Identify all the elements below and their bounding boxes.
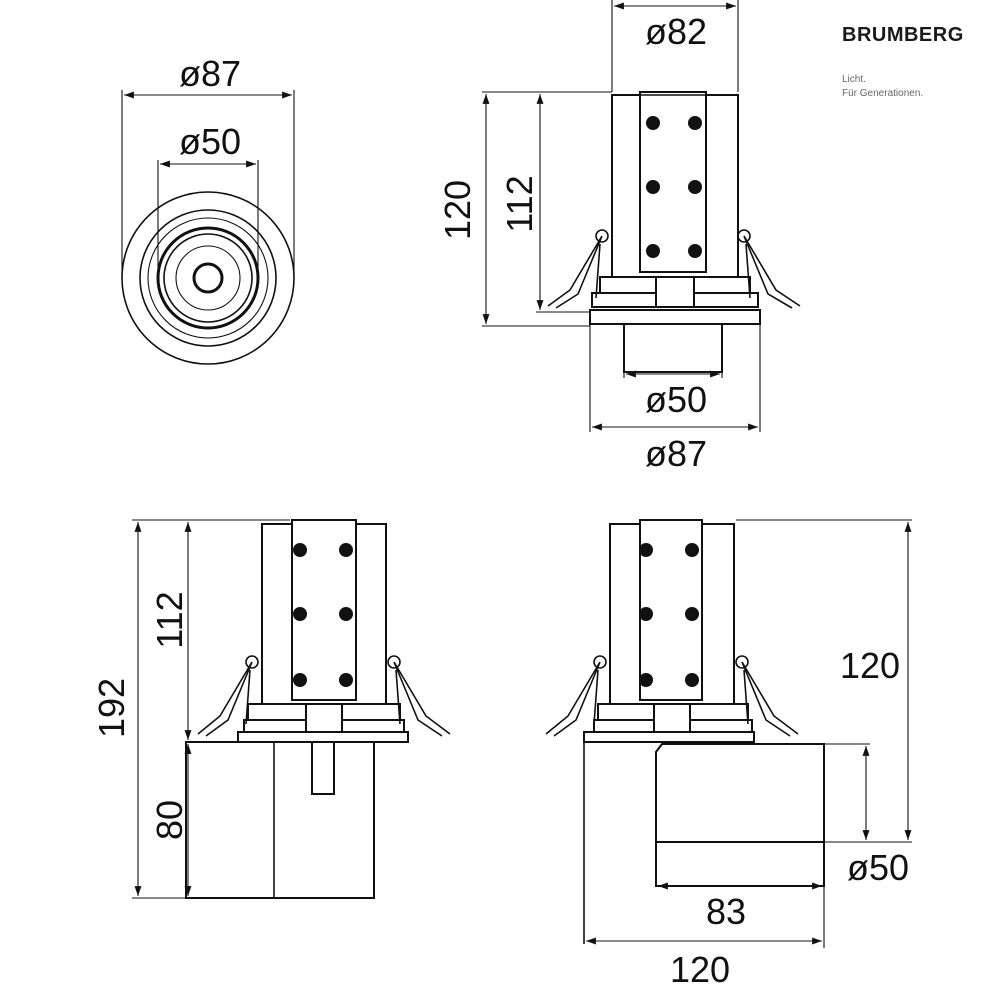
brand-tagline-line2: Für Generationen. <box>842 88 924 99</box>
extended-view-body-height: 112 <box>149 591 190 648</box>
front-view-spot-diameter: ø50 <box>645 379 707 420</box>
front-view-spring-clip-left <box>547 229 609 309</box>
tilted-view-height: 120 <box>840 645 900 686</box>
tilted-view-spring-clip-left <box>545 655 607 737</box>
tilted-view-total-width: 120 <box>670 949 730 990</box>
tilted-view-spot-length: 83 <box>706 891 746 932</box>
front-view-body-height: 112 <box>499 175 540 232</box>
front-view: ø82 120 112 <box>437 0 801 474</box>
front-view-spring-clip-right <box>737 229 801 309</box>
tilted-view-spot-diameter: ø50 <box>847 847 909 888</box>
front-view-bezel-diameter: ø87 <box>645 433 707 474</box>
extended-view-spring-clip-left <box>197 655 259 737</box>
brand-tagline-line1: Licht. <box>842 74 866 85</box>
top-view: ø87 ø50 <box>121 53 295 365</box>
tilted-view: 120 ø50 83 120 <box>545 519 912 990</box>
front-view-total-height: 120 <box>437 180 478 240</box>
tilted-view-spring-clip-right <box>735 655 799 737</box>
brand-name: BRUMBERG <box>842 24 964 46</box>
top-view-outer-diameter: ø87 <box>179 53 241 94</box>
extended-view-spring-clip-right <box>387 655 451 737</box>
brand-logo: BRUMBERG Licht. Für Generationen. <box>822 18 980 104</box>
extended-view-led-array <box>293 543 353 687</box>
front-view-led-array <box>646 116 702 258</box>
front-view-top-diameter: ø82 <box>645 11 707 52</box>
tilted-view-led-array <box>639 543 699 687</box>
top-view-inner-diameter: ø50 <box>179 121 241 162</box>
extended-view: 192 112 80 <box>91 519 451 899</box>
extended-view-total-height: 192 <box>91 678 132 738</box>
extended-view-spot-height: 80 <box>149 800 190 840</box>
